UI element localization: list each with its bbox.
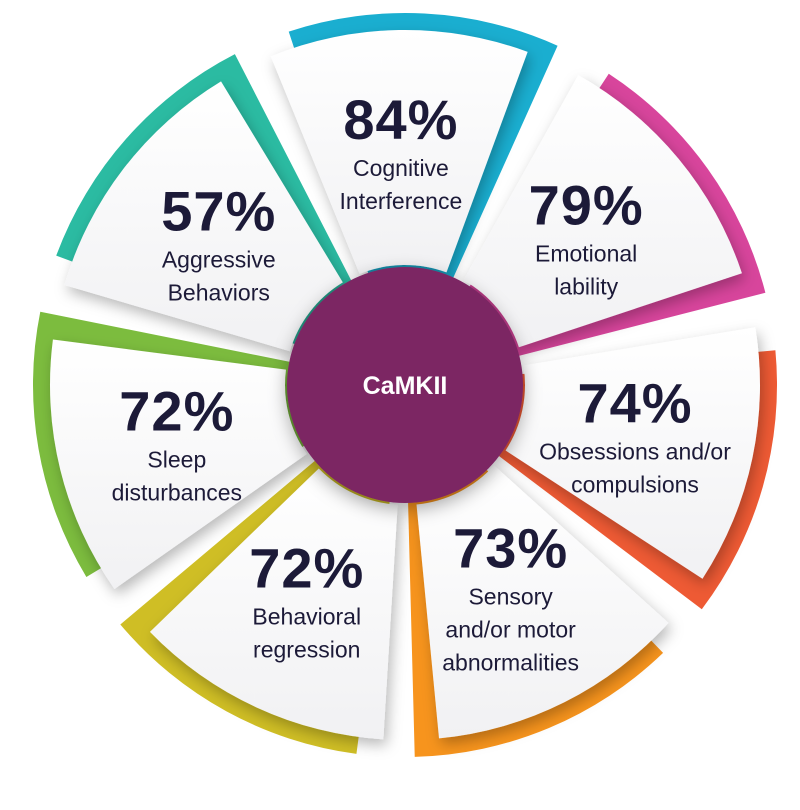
segment-label-4-line-2: and/or motor: [445, 616, 576, 642]
segment-label-5-line-1: Behavioral: [252, 603, 361, 629]
segment-label-1-line-1: Cognitive: [353, 155, 449, 181]
segment-label-7-line-1: Aggressive: [162, 247, 276, 273]
segment-label-5-line-2: regression: [253, 636, 360, 662]
segment-percent-3: 74%: [577, 371, 692, 434]
segment-card-7: [64, 81, 343, 352]
segment-card-6: [49, 339, 307, 589]
center-label: CaMKII: [363, 372, 448, 400]
segment-percent-4: 73%: [453, 516, 568, 579]
segment-label-3-line-2: compulsions: [571, 471, 699, 497]
segment-label-1-line-2: Interference: [340, 188, 463, 214]
segment-label-6-line-2: disturbances: [112, 479, 242, 505]
segment-card-5: [149, 468, 398, 740]
segment-percent-5: 72%: [249, 536, 364, 599]
segment-cards: [49, 30, 761, 740]
segment-label-7-line-2: Behaviors: [168, 280, 270, 306]
segment-percent-6: 72%: [119, 379, 234, 442]
segment-card-1: [270, 30, 528, 274]
segment-label-4-line-3: abnormalities: [442, 649, 579, 675]
segment-label-6-line-1: Sleep: [147, 446, 206, 472]
segment-percent-2: 79%: [529, 173, 644, 236]
center-circle: [287, 267, 523, 503]
segment-card-2: [463, 75, 742, 348]
segment-label-2-line-2: lability: [554, 273, 618, 299]
segment-card-4: [416, 465, 669, 739]
segment-label-4-line-1: Sensory: [468, 583, 553, 609]
segment-label-2-line-1: Emotional: [535, 240, 637, 266]
segment-label-3-line-1: Obsessions and/or: [539, 438, 731, 464]
segment-percent-7: 57%: [161, 180, 276, 243]
center-hub: CaMKII: [287, 267, 523, 503]
segment-percent-1: 84%: [343, 88, 458, 151]
segment-card-3: [505, 327, 761, 579]
